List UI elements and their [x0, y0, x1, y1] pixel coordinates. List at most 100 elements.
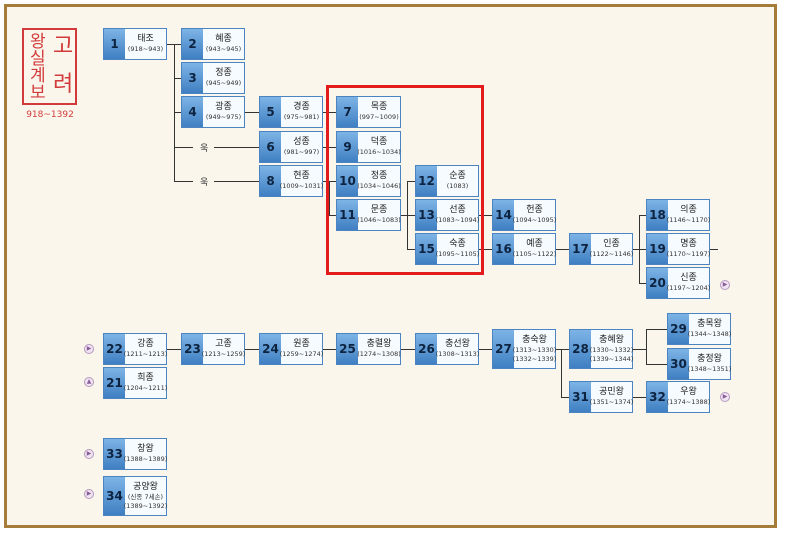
- king-number: 32: [647, 382, 668, 412]
- reign-years: (1095~1105): [435, 250, 480, 258]
- king-number: 7: [337, 97, 358, 127]
- connector: [639, 283, 646, 284]
- king-number: 13: [416, 200, 437, 230]
- king-name: 헌종: [526, 205, 543, 215]
- seal-char: 실: [30, 49, 46, 69]
- king-name: 명종: [680, 239, 697, 249]
- connector: [479, 349, 492, 350]
- reign-years: (1308~1313): [435, 350, 480, 358]
- king-number: 11: [337, 200, 358, 230]
- king-number: 1: [104, 29, 125, 59]
- reign-years: (981~997): [283, 148, 320, 156]
- king-number: 3: [182, 63, 203, 93]
- reign-years-second: (1332~1339): [512, 354, 557, 363]
- reign-years: (943~945): [205, 45, 242, 53]
- connector: [174, 147, 193, 148]
- king-name: 충혜왕: [599, 334, 624, 345]
- seal-char: 계: [30, 66, 46, 86]
- king-name: 혜종: [215, 34, 232, 44]
- king-node: 12 순종(1083): [415, 165, 479, 197]
- king-name: 의종: [680, 205, 697, 215]
- king-name: 충정왕: [697, 354, 722, 364]
- connector: [646, 329, 647, 364]
- connector: [401, 215, 415, 216]
- connector: [329, 215, 336, 216]
- king-number: 22: [104, 334, 125, 364]
- highlight-box: [326, 85, 484, 275]
- unnamed-prince-label: 욱: [200, 144, 209, 154]
- connector: [407, 181, 415, 182]
- connector: [479, 249, 492, 250]
- seal-char: 고: [53, 34, 74, 59]
- reign-years: (1344~1348): [687, 330, 732, 338]
- king-number: 9: [337, 132, 358, 162]
- continue-arrow-icon: ▶: [84, 449, 94, 459]
- up-arrow-icon: ▲: [84, 377, 94, 387]
- king-name: 신종: [680, 273, 697, 283]
- reign-years: (1313~1330): [512, 345, 557, 354]
- continue-arrow-icon: ▶: [720, 280, 730, 290]
- king-name: 숙종: [449, 239, 466, 249]
- king-name: 경종: [293, 102, 310, 112]
- king-number: 6: [260, 132, 281, 162]
- reign-years: (1330~1332): [589, 345, 634, 354]
- reign-years: (945~949): [205, 79, 242, 87]
- seal-char: 왕: [30, 32, 46, 52]
- king-name: 순종: [449, 171, 466, 181]
- king-number: 24: [260, 334, 281, 364]
- reign-years: (1213~1259): [201, 350, 246, 358]
- reign-years: (1351~1374): [589, 398, 634, 406]
- king-name: 인종: [603, 239, 620, 249]
- king-name: 충선왕: [445, 339, 470, 349]
- king-number: 25: [337, 334, 358, 364]
- king-name: 문종: [370, 205, 388, 215]
- reign-years: (1211~1213): [123, 350, 168, 358]
- king-name: 목종: [370, 102, 388, 112]
- reign-years: (1009~1031): [279, 182, 324, 190]
- connector: [245, 112, 259, 113]
- reign-years: (1348~1351): [687, 365, 732, 373]
- reign-years: (1094~1095): [512, 216, 557, 224]
- king-number: 18: [647, 200, 668, 230]
- connector: [639, 215, 640, 283]
- reign-years: (1105~1122): [512, 250, 557, 258]
- king-number: 20: [647, 268, 668, 298]
- connector: [646, 329, 667, 330]
- king-name: 정종: [215, 68, 232, 78]
- connector: [646, 364, 667, 365]
- reign-years-second: (1339~1344): [589, 354, 634, 363]
- king-number: 31: [570, 382, 591, 412]
- king-number: 28: [570, 330, 591, 368]
- king-name: 광종: [215, 102, 232, 112]
- king-name: 현종: [293, 171, 310, 181]
- king-name: 우왕: [680, 387, 697, 397]
- connector: [214, 181, 259, 182]
- reign-years: (1197~1204): [666, 284, 711, 292]
- connector: [245, 349, 259, 350]
- reign-years: (1170~1197): [666, 250, 711, 258]
- continue-arrow-icon: ▶: [84, 489, 94, 499]
- connector: [329, 181, 330, 215]
- king-name: 정종: [370, 171, 388, 181]
- king-name: 충목왕: [697, 319, 722, 329]
- king-number: 12: [416, 166, 437, 196]
- king-number: 4: [182, 97, 203, 127]
- reign-years: (1083): [446, 182, 469, 190]
- reign-years: (975~981): [283, 113, 320, 121]
- connector: [639, 215, 646, 216]
- connector: [323, 349, 336, 350]
